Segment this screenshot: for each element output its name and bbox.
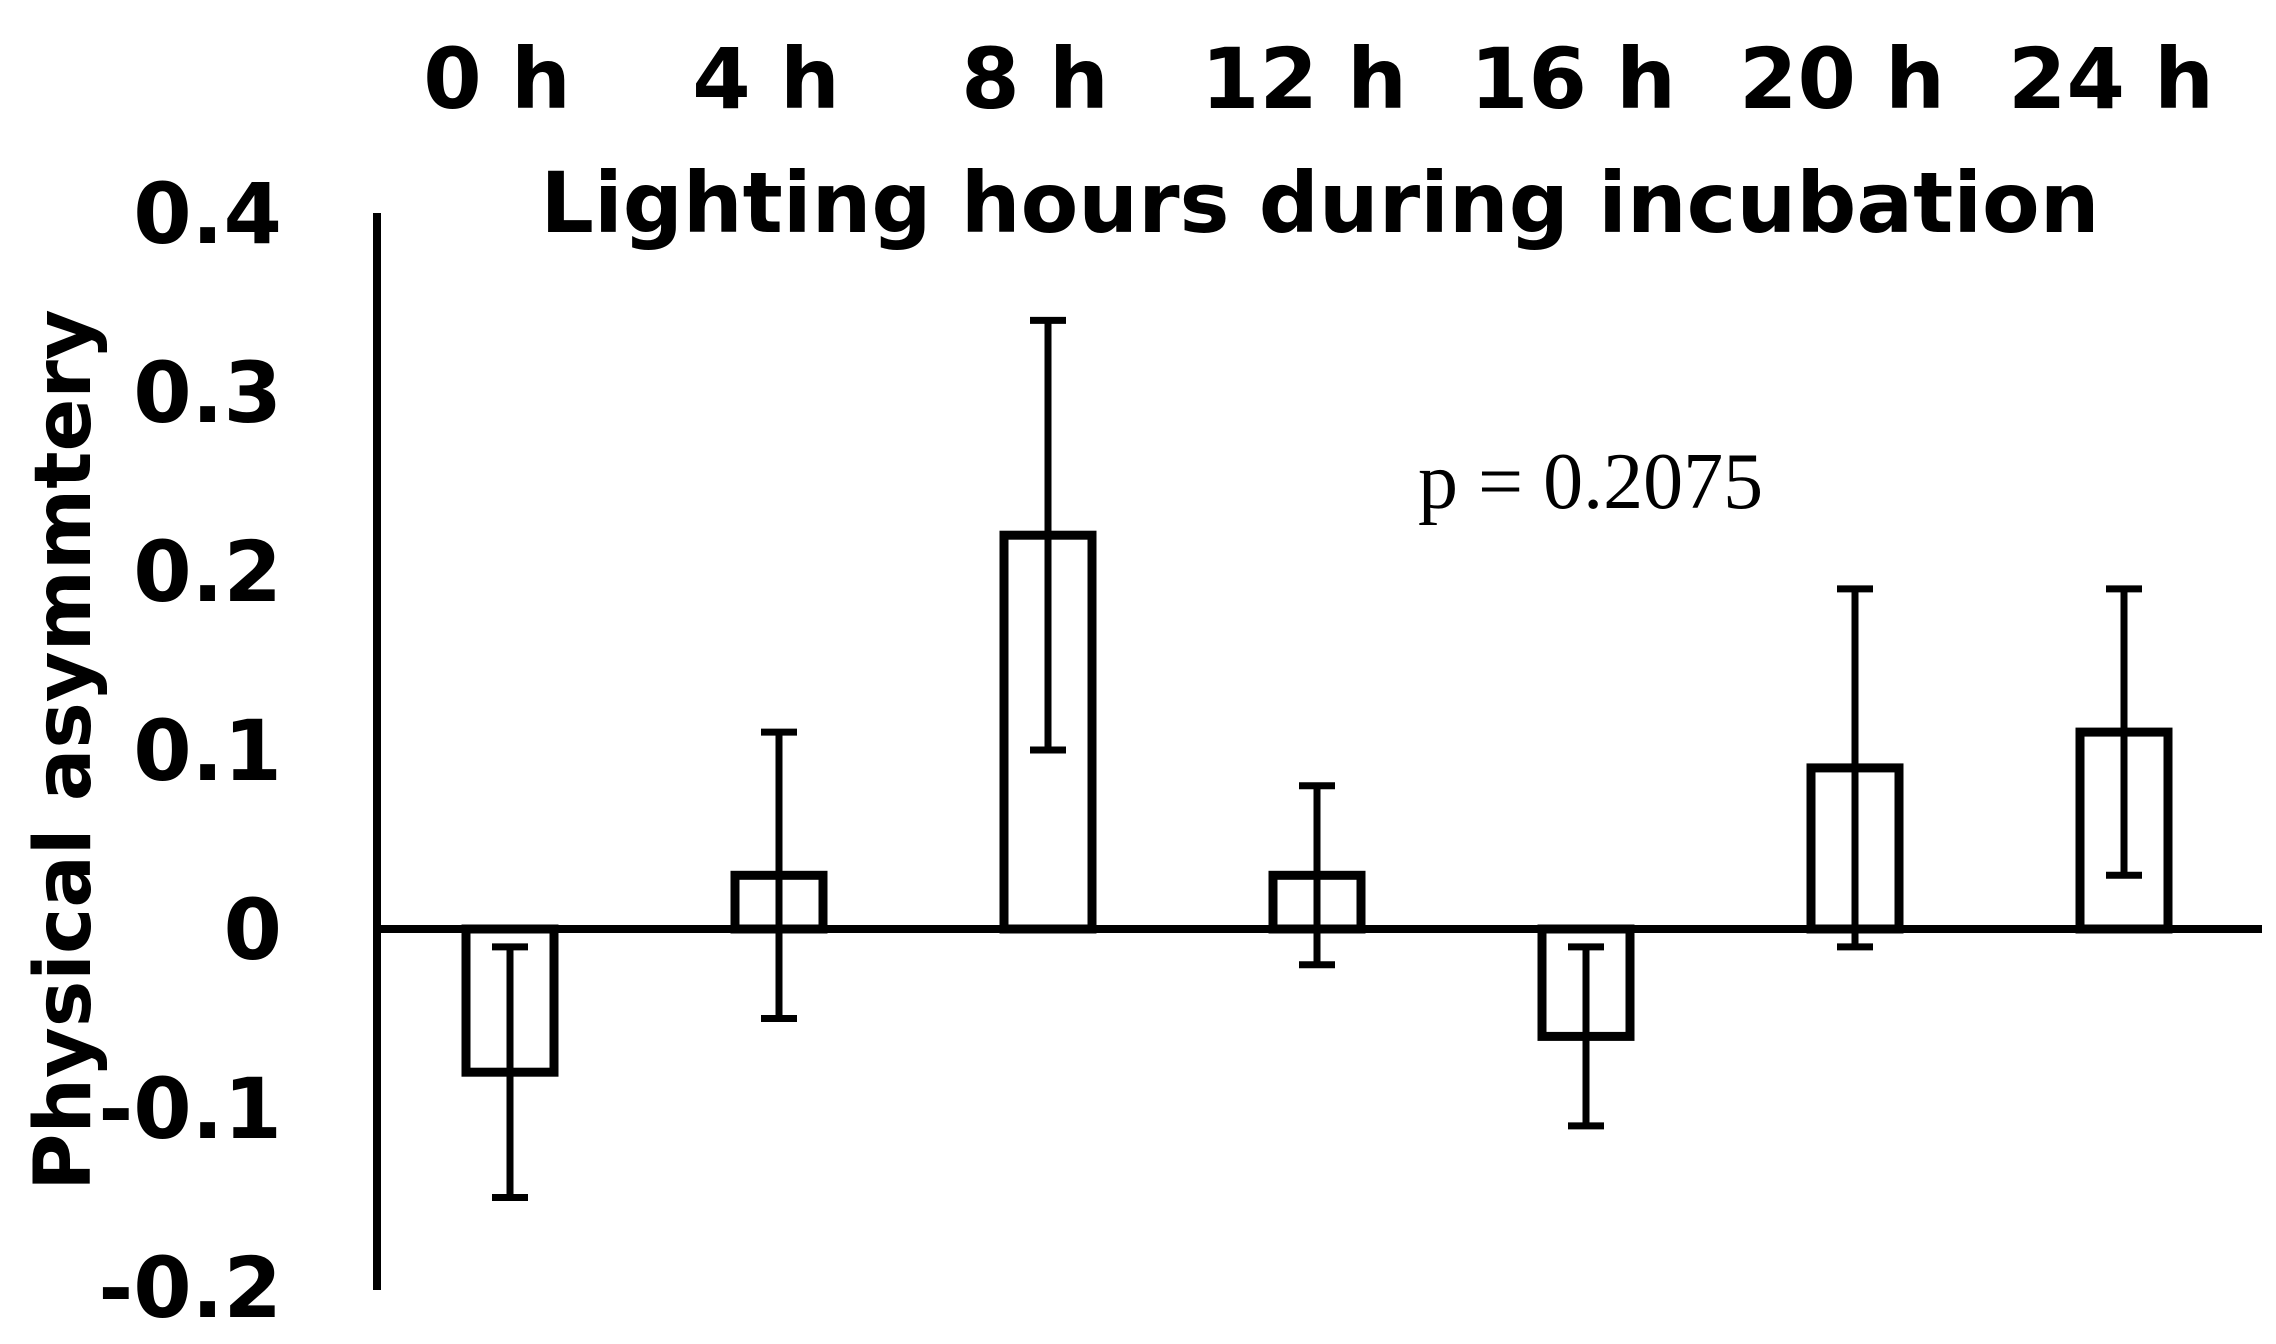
y-axis-title: Physical asymmtery — [19, 309, 109, 1190]
x-axis-title: Lighting hours during incubation — [540, 154, 2099, 252]
y-tick-label: -0.2 — [98, 1239, 282, 1337]
category-label: 20 h — [1739, 30, 1945, 128]
y-tick-labels: -0.2 -0.1 0 0.1 0.2 0.3 0.4 — [98, 165, 282, 1337]
error-bar-16h — [1568, 943, 1604, 1130]
error-bar-4h — [761, 728, 797, 1022]
category-label: 16 h — [1470, 30, 1676, 128]
y-tick-label: 0.2 — [133, 523, 282, 621]
error-bar-12h — [1299, 782, 1335, 969]
category-label: 8 h — [961, 30, 1109, 128]
category-label: 4 h — [692, 30, 840, 128]
category-label: 24 h — [2008, 30, 2214, 128]
y-tick-label: -0.1 — [98, 1060, 282, 1158]
y-tick-label: 0.3 — [133, 344, 282, 442]
error-bar-0h — [492, 943, 528, 1201]
y-tick-label: 0.1 — [133, 702, 282, 800]
y-tick-label: 0.4 — [133, 165, 282, 263]
category-label: 12 h — [1201, 30, 1407, 128]
p-value-annotation: p = 0.2075 — [1418, 438, 1763, 526]
error-bars-layer — [492, 316, 2142, 1201]
y-tick-label: 0 — [224, 881, 282, 979]
error-bar-8h — [1030, 316, 1066, 754]
category-label: 0 h — [423, 30, 571, 128]
error-bar-20h — [1837, 585, 1873, 951]
error-bar-24h — [2106, 585, 2142, 879]
category-labels: 0 h 4 h 8 h 12 h 16 h 20 h 24 h — [423, 30, 2214, 128]
